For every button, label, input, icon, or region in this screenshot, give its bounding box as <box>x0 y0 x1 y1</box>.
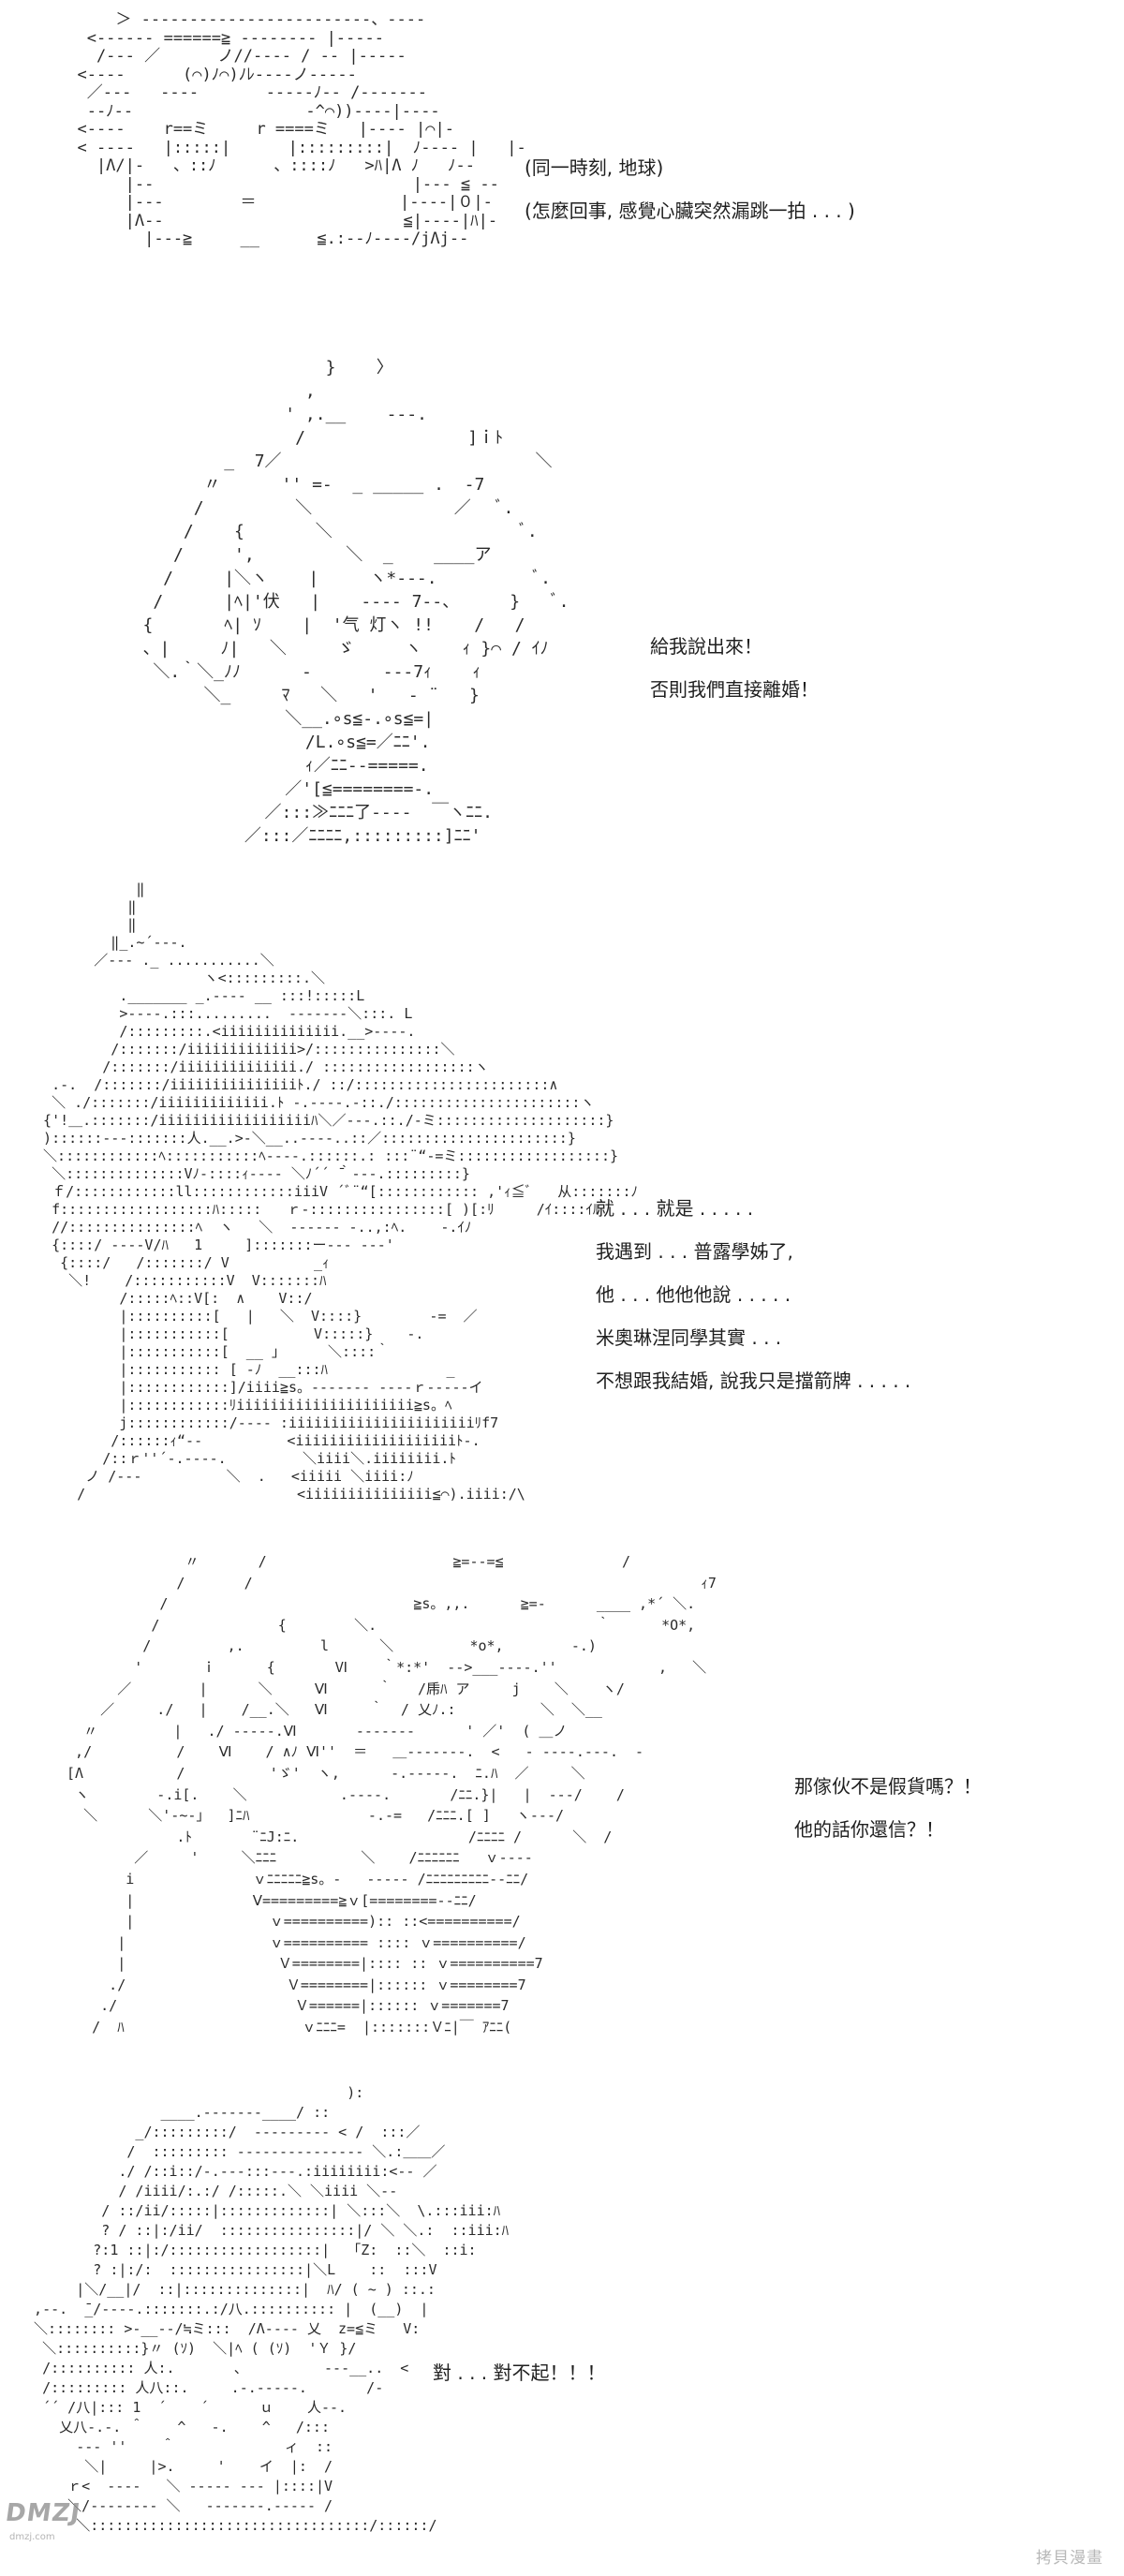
dialogue-line: 那傢伙不是假貨嗎？！ <box>794 1775 982 1798</box>
copy-manga-watermark: 拷貝漫畫 <box>1036 2549 1103 2568</box>
dialogue-line: 不想跟我結婚, 說我只是擋箭牌 . . . . . <box>596 1369 911 1392</box>
dialogue-line: 他的話你還信？！ <box>794 1818 944 1841</box>
dialogue-block-4: 那傢伙不是假貨嗎？！ 他的話你還信？！ <box>794 1765 982 1851</box>
ascii-art-panel-5: ): ____.‐‐‐‐‐‐‐____/ :: _/:::::::::/ ‐‐‐… <box>34 2084 510 2534</box>
dialogue-line: (怎麼回事, 感覺心臟突然漏跳一拍 . . . ) <box>525 200 855 222</box>
dmzj-logo: DMZJ <box>3 2499 83 2527</box>
panel-4: 〃 / ≧=‐‐=≦ / / / ｨ7 / ≧s。‚,. ≧=‐ ____ <box>0 1527 1124 2070</box>
dialogue-line: 就 . . . 就是 . . . . . <box>596 1197 754 1220</box>
ascii-art-panel-4: 〃 / ≧=‐‐=≦ / / / ｨ7 / ≧s。‚,. ≧=‐ ____ <box>67 1553 717 2036</box>
ascii-art-panel-1: ＞ ‐‐‐‐‐‐‐‐‐‐‐‐‐‐‐‐‐‐‐‐‐‐‐‐、‐‐‐‐ <‐‐‐‐‐‐ … <box>77 10 526 248</box>
dialogue-line: 給我說出來！ <box>650 635 762 658</box>
panel-2: } 〉 , ' ,.__ ‐‐‐. / ]ｉﾄ _ 7／ ＼ 〃 '' =‐ _… <box>0 347 1124 881</box>
panel-5: ): ____.‐‐‐‐‐‐‐____/ :: _/:::::::::/ ‐‐‐… <box>0 2070 1124 2576</box>
dialogue-block-2: 給我說出來！ 否則我們直接離婚！ <box>650 625 819 711</box>
panel-3: ‖ ‖ ‖ ‖_.~´‐‐‐. ／‐‐‐ ._ ...........＼ ヽ<:… <box>0 881 1124 1527</box>
ascii-art-panel-3: ‖ ‖ ‖ ‖_.~´‐‐‐. ／‐‐‐ ._ ...........＼ ヽ<:… <box>43 881 638 1503</box>
ascii-art-panel-2: } 〉 , ' ,.__ ‐‐‐. / ]ｉﾄ _ 7／ ＼ 〃 '' =‐ _… <box>142 358 569 846</box>
dmzj-logo-url: dmzj.com <box>9 2532 55 2542</box>
panel-1: ＞ ‐‐‐‐‐‐‐‐‐‐‐‐‐‐‐‐‐‐‐‐‐‐‐‐、‐‐‐‐ <‐‐‐‐‐‐ … <box>0 0 1124 347</box>
dialogue-block-3: 就 . . . 就是 . . . . . 我遇到 . . . 普露學姊了, 他 … <box>596 1187 910 1402</box>
dialogue-block-1: (同一時刻, 地球) (怎麼回事, 感覺心臟突然漏跳一拍 . . . ) <box>525 146 855 232</box>
dialogue-line: 我遇到 . . . 普露學姊了, <box>596 1240 793 1263</box>
dialogue-line: (同一時刻, 地球) <box>525 156 664 179</box>
dialogue-line: 否則我們直接離婚！ <box>650 678 819 701</box>
dialogue-block-5: 對 . . . 對不起！！！ <box>433 2351 606 2394</box>
dialogue-line: 他 . . . 他他他說 . . . . . <box>596 1283 791 1306</box>
dialogue-line: 米奧琳涅同學其實 . . . <box>596 1326 782 1349</box>
dialogue-line: 對 . . . 對不起！！！ <box>433 2361 606 2384</box>
